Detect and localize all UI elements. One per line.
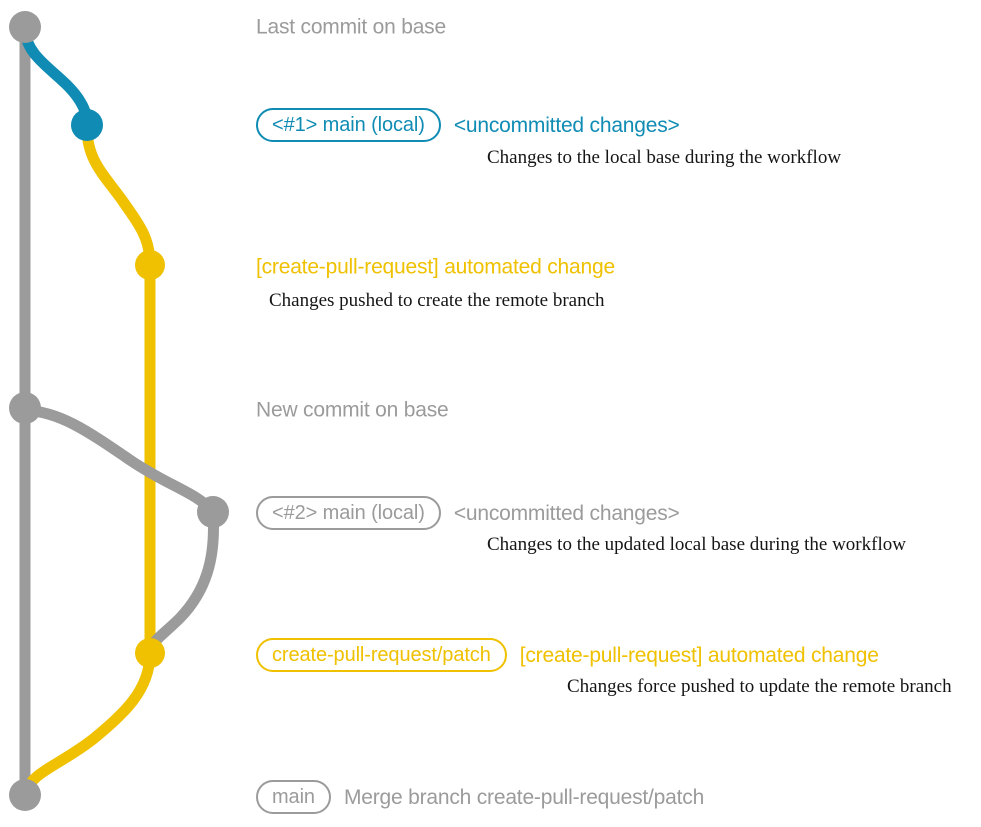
commit-row-automated-change-1: [create-pull-request] automated change [256,257,615,278]
commit-node-automated-change-2[interactable] [135,638,165,668]
branch-badge-create-pull-request-patch[interactable]: create-pull-request/patch [256,638,507,672]
commit-headline: <uncommitted changes> [453,113,680,137]
updated-local-branch-line [19,404,219,518]
commit-node-new-commit-on-base[interactable] [9,392,41,424]
updated-local-to-patch-line [144,508,219,659]
commit-headline: New commit on base [256,398,449,422]
commit-row-merge-commit: main Merge branch create-pull-request/pa… [256,780,704,814]
commit-headline: Last commit on base [256,15,446,39]
commit-row-local-uncommitted-2: <#2> main (local) <uncommitted changes> [256,496,680,530]
branch-badge-main-local-2[interactable]: <#2> main (local) [256,496,441,530]
commit-node-last-commit-on-base[interactable] [9,11,41,43]
branch-badge-main[interactable]: main [256,780,331,814]
commit-headline: [create-pull-request] automated change [256,255,615,279]
commit-headline: <uncommitted changes> [453,501,680,525]
commit-description-local-uncommitted-1: Changes to the local base during the wor… [487,147,842,168]
commit-row-new-commit-on-base: New commit on base [256,398,449,422]
branch-badge-main-local-1[interactable]: <#1> main (local) [256,108,441,142]
local-branch-line-blue [19,24,93,131]
commit-headline: [create-pull-request] automated change [519,643,879,667]
commit-node-local-uncommitted-1[interactable] [71,109,103,141]
commit-node-merge-commit[interactable] [9,779,41,811]
commit-description-automated-change-1: Changes pushed to create the remote bran… [269,290,605,311]
commit-headline: Merge branch create-pull-request/patch [343,785,705,809]
commit-description-automated-change-2: Changes force pushed to update the remot… [567,676,952,697]
commit-graph [9,11,229,811]
commit-row-last-commit-on-base: Last commit on base [256,17,446,38]
commit-node-local-uncommitted-2[interactable] [197,496,229,528]
commit-node-automated-change-1[interactable] [135,250,165,280]
commit-row-local-uncommitted-1: <#1> main (local) <uncommitted changes> [256,108,680,142]
patch-merge-line [19,649,156,799]
commit-description-local-uncommitted-2: Changes to the updated local base during… [487,534,906,555]
patch-branch-line-top [81,122,156,271]
commit-row-automated-change-2: create-pull-request/patch [create-pull-r… [256,638,879,672]
